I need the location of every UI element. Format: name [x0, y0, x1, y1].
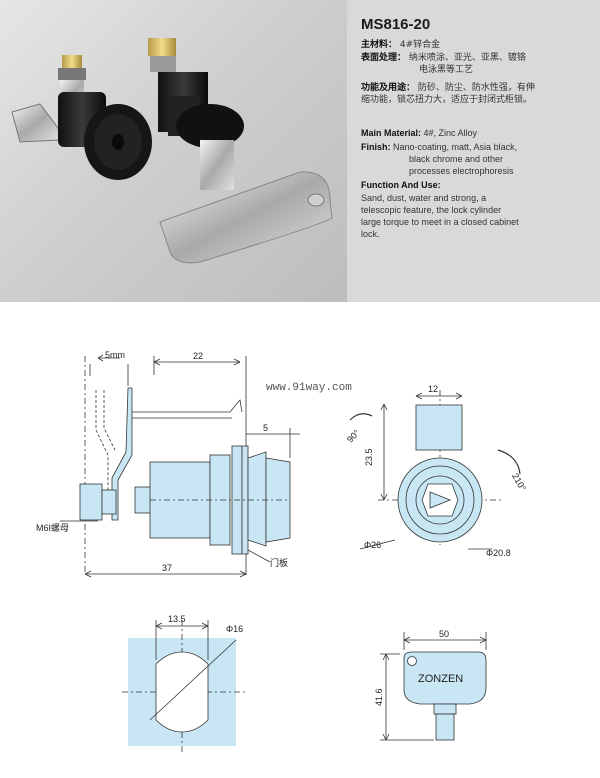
product-photo [0, 0, 347, 302]
en-function-label-text: Function And Use: [361, 180, 441, 190]
watermark-text: www.91way.com [266, 382, 352, 394]
cn-material-label: 主材料： [361, 40, 398, 50]
en-function-label: Function And Use: [361, 180, 441, 191]
en-function-value-3: large torque to meet in a closed cabinet [361, 217, 519, 227]
dim-5: 5 [263, 423, 268, 433]
front-view-drawing [349, 390, 521, 550]
cn-function-label: 功能及用途： [361, 83, 416, 93]
en-material-value: 4#, Zinc Alloy [423, 128, 478, 138]
en-function-value-1: Sand, dust, water and strong, a [361, 193, 487, 203]
dim-5mm: 5mm [105, 350, 125, 360]
cn-finish-label: 表面处理： [361, 53, 407, 63]
key-drawing [380, 632, 487, 741]
cn-function-row: 功能及用途： 防砂、防尘、防水性强，有伸 [361, 82, 535, 94]
cn-finish-value-2: 电泳黑等工艺 [419, 65, 474, 75]
en-function-value-4: lock. [361, 229, 380, 239]
nut-label: M6I螺母 [36, 523, 69, 533]
model-number: MS816-20 [361, 16, 431, 33]
dim-50: 50 [439, 629, 449, 639]
left-lock-image [11, 55, 152, 180]
spec-panel: MS816-20 主材料： 4#锌合金 表面处理： 纳米喷涂、亚光、亚黑、镀铬 … [347, 0, 600, 302]
dia-16: Φ16 [226, 624, 243, 634]
en-finish-label: Finish: [361, 142, 391, 152]
dia-26: Φ26 [364, 540, 381, 550]
angle-90: 90° [345, 428, 362, 445]
dim-13-5: 13.5 [168, 614, 186, 624]
en-finish-row: Finish: Nano-coating, matt, Asia black, [361, 142, 517, 153]
cn-function-value-1: 防砂、防尘、防水性强，有伸 [417, 83, 535, 93]
dim-37: 37 [162, 563, 172, 573]
en-material-row: Main Material: 4#, Zinc Alloy [361, 128, 477, 139]
en-function-value-2: telescopic feature, the lock cylinder [361, 205, 502, 215]
cn-function-value-2: 缩功能，锁芯扭力大，适应于封闭式柜锁。 [361, 95, 533, 105]
dim-23-5: 23.5 [364, 448, 374, 466]
panel-label: 门板 [270, 557, 288, 568]
angle-210: 210° [510, 472, 528, 493]
key-brand-label: ZONZEN [418, 673, 463, 685]
cn-finish-row: 表面处理： 纳米喷涂、亚光、亚黑、镀铬 [361, 52, 526, 64]
panel-cutout-drawing [122, 620, 245, 752]
dim-41-6: 41.6 [374, 688, 384, 706]
technical-drawings: 5mm 22 5 37 M6I螺母 门板 12 23.5 90° 210° Φ2… [36, 350, 528, 752]
en-finish-value-3: processes electrophoresis [409, 166, 514, 176]
en-finish-value-1: Nano-coating, matt, Asia black, [393, 142, 518, 152]
dia-20-8: Φ20.8 [486, 548, 511, 558]
dim-12: 12 [428, 384, 438, 394]
dim-22: 22 [193, 351, 203, 361]
right-lock-image [148, 38, 333, 264]
cn-material-value: 4#锌合金 [399, 40, 441, 50]
cn-material-row: 主材料： 4#锌合金 [361, 39, 440, 51]
en-material-label: Main Material: [361, 128, 422, 138]
side-view-drawing [60, 354, 300, 578]
en-finish-value-2: black chrome and other [409, 154, 504, 164]
cn-finish-value-1: 纳米喷涂、亚光、亚黑、镀铬 [408, 53, 526, 63]
